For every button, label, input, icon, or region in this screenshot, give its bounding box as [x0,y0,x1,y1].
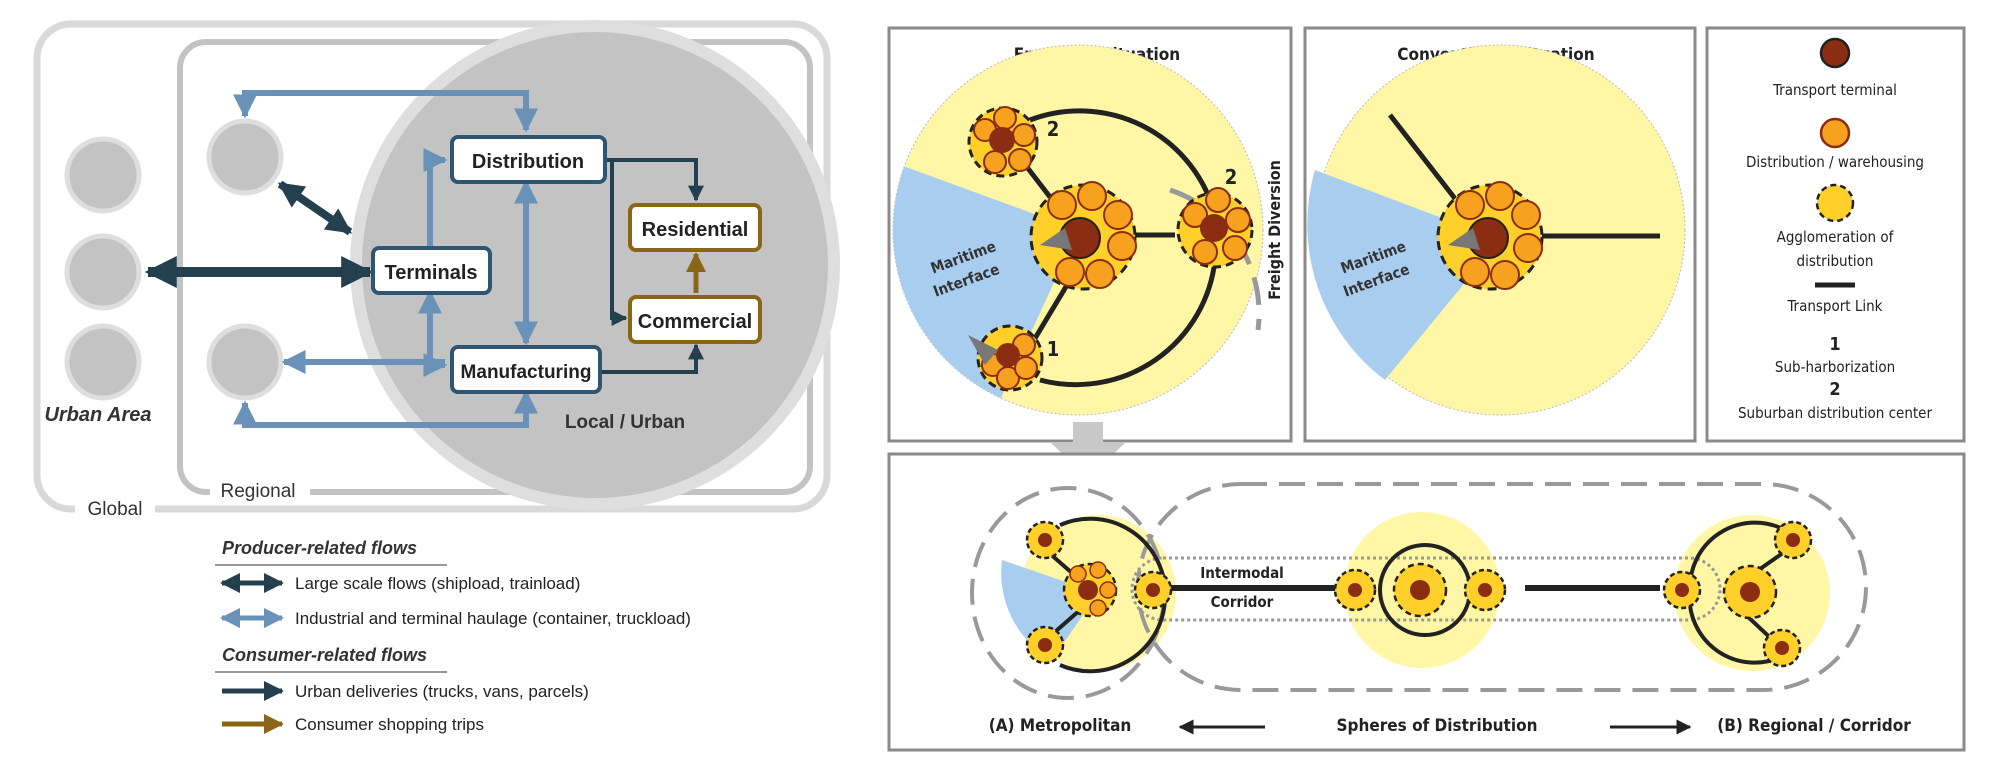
key-transport-link: Transport Link [1786,297,1882,315]
freight-diversion-label: Freight Diversion [1265,160,1284,300]
emerging-sub-harbor [968,324,1044,392]
agglomeration-key-symbol [1815,183,1855,223]
legend-haulage: Industrial and terminal haulage (contain… [295,609,691,628]
suburban-mark-left: 2 [1047,117,1060,141]
flow-legend: Producer-related flows Large scale flows… [215,538,691,734]
emerging-situation-panel: Emerging Situation Maritime Interface Fr… [887,26,1293,443]
suburban-mark-right: 2 [1225,165,1238,189]
regional-label: Regional [221,481,296,502]
node-distribution: Distribution [450,135,607,184]
emerging-agglomeration-right [1176,187,1254,269]
urban-area-node-1 [64,136,142,214]
key-distribution-warehousing: Distribution / warehousing [1746,153,1924,171]
intermodal-label-1: Intermodal [1200,564,1284,582]
corridor-right-agglomerations [1662,520,1813,668]
haulage-flows [233,90,538,428]
node-terminals: Terminals [371,246,492,295]
large-scale-flows [144,180,374,289]
node-manufacturing-label: Manufacturing [461,362,592,383]
key-num-2: 2 [1829,379,1840,400]
warehouse-key-symbol [1819,117,1851,149]
legend-urban-deliveries: Urban deliveries (trucks, vans, parcels) [295,682,589,701]
node-terminals-label: Terminals [385,262,478,284]
flow-diagram: Distribution Terminals Manufacturing Res… [33,20,840,734]
metropolitan-label: (A) Metropolitan [989,716,1132,736]
emerging-agglomeration-top-left [967,106,1039,178]
metro-agglomerations [1025,520,1173,665]
node-distribution-label: Distribution [472,151,584,173]
sub-harbor-mark: 1 [1047,337,1060,361]
node-commercial: Commercial [628,295,762,344]
regional-corridor-label: (B) Regional / Corridor [1717,716,1911,736]
consumer-heading: Consumer-related flows [222,645,427,665]
panel-connector-arrow [1051,422,1125,478]
node-residential-label: Residential [642,219,749,241]
local-urban-label: Local / Urban [565,412,685,433]
urban-area-node-3 [64,323,142,401]
conventional-transport-links [1388,113,1660,239]
urban-delivery-flows [600,158,704,374]
terminal-key-symbol [1819,37,1851,69]
key-agglomeration-2: distribution [1797,252,1874,270]
intermodal-label-2: Corridor [1211,593,1274,611]
spheres-label: Spheres of Distribution [1337,716,1538,736]
port-entry-arrow [1040,228,1072,250]
maritime-interface-emerging [893,163,1078,400]
key-num-1: 1 [1829,334,1840,355]
urban-area-node-2 [64,233,142,311]
key-agglomeration-1: Agglomeration of [1777,228,1895,246]
legend-large-scale: Large scale flows (shipload, trainload) [295,574,580,593]
key-panel: Transport terminal Distribution / wareho… [1705,26,1966,443]
key-sub-harborization: Sub-harborization [1775,358,1895,376]
conventional-agglomeration [1436,181,1544,291]
regional-node-1 [206,118,284,196]
legend-shopping-trips: Consumer shopping trips [295,715,484,734]
producer-heading: Producer-related flows [222,538,417,558]
global-label: Global [88,499,143,520]
emerging-central-agglomeration [1029,181,1137,291]
corridor-middle-agglomerations [1333,562,1507,618]
spheres-panel: Intermodal Corridor (A) Metropolitan Sph… [887,452,1966,752]
node-manufacturing: Manufacturing [450,345,602,394]
node-residential: Residential [628,203,762,252]
node-commercial-label: Commercial [638,311,753,333]
conventional-situation-panel: Conventional Situation Maritime Interfac… [1303,26,1697,443]
key-transport-terminal: Transport terminal [1772,81,1897,99]
regional-node-2 [206,323,284,401]
key-suburban-center: Suburban distribution center [1738,404,1933,422]
urban-area-label: Urban Area [44,404,151,426]
